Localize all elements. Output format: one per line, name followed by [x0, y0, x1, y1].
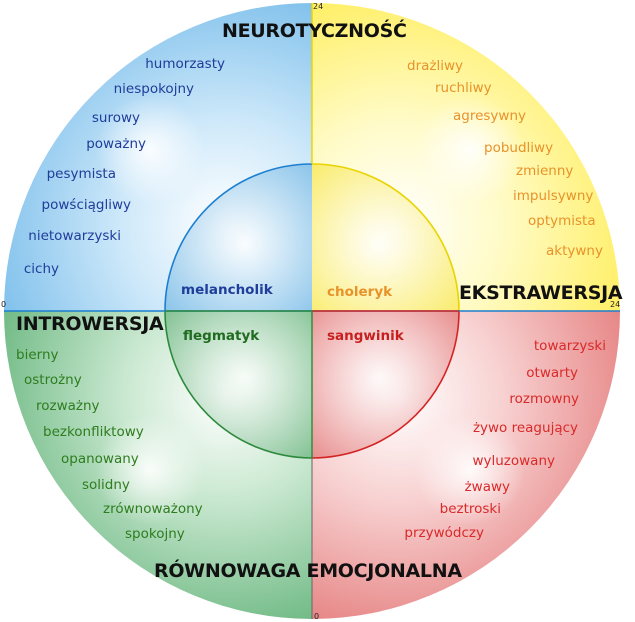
- trait-word-melancholic: surowy: [92, 110, 140, 126]
- trait-word-phlegmatic: zrównoważony: [103, 501, 203, 517]
- trait-word-sanguine: beztroski: [440, 501, 501, 517]
- trait-word-choleric: drażliwy: [407, 58, 463, 74]
- trait-word-phlegmatic: rozważny: [36, 398, 100, 414]
- tick-right: 24: [610, 300, 620, 309]
- trait-word-phlegmatic: bezkonfliktowy: [43, 424, 144, 440]
- type-label-phlegmatic: flegmatyk: [183, 328, 260, 344]
- trait-word-phlegmatic: ostrożny: [24, 372, 82, 388]
- trait-word-sanguine: otwarty: [526, 365, 578, 381]
- trait-word-phlegmatic: bierny: [16, 347, 58, 363]
- word-list-phlegmatic: bierny ostrożny rozważny bezkonfliktowy opan…: [16, 347, 203, 542]
- highlight-red: [415, 415, 525, 525]
- trait-word-sanguine: przywódczy: [404, 525, 484, 541]
- trait-word-choleric: zmienny: [516, 163, 573, 179]
- trait-word-phlegmatic: spokojny: [125, 526, 185, 542]
- inner-quadrant-melancholic: [165, 164, 312, 311]
- inner-quadrant-phlegmatic: [165, 311, 312, 458]
- trait-word-sanguine: żywo reagujący: [473, 420, 578, 436]
- word-list-sanguine: towarzyski otwarty rozmowny żywo reagujący w…: [404, 338, 606, 541]
- axis-title-extraversion: EKSTRAWERSJA: [459, 282, 623, 304]
- trait-word-choleric: ruchliwy: [435, 80, 492, 96]
- word-list-choleric: drażliwy ruchliwy agresywny pobudliwy zmienn…: [407, 58, 603, 259]
- inner-arc-red: [311, 310, 460, 459]
- highlight-yellow: [415, 95, 525, 205]
- inner-quadrant-sanguine: [312, 311, 459, 458]
- type-label-sanguine: sangwinik: [327, 328, 405, 344]
- tick-bottom: 0: [314, 612, 319, 621]
- trait-word-phlegmatic: opanowany: [61, 451, 139, 467]
- trait-word-sanguine: rozmowny: [509, 391, 579, 407]
- trait-word-choleric: impulsywny: [513, 188, 593, 204]
- axis-title-emotional-stability: RÓWNOWAGA EMOCJONALNA: [154, 558, 462, 582]
- trait-word-melancholic: poważny: [86, 136, 146, 152]
- highlight-green: [95, 415, 205, 525]
- tick-left: 0: [1, 300, 6, 309]
- inner-arc-yellow: [311, 163, 460, 312]
- trait-word-melancholic: humorzasty: [145, 56, 225, 72]
- trait-word-choleric: optymista: [528, 213, 596, 229]
- type-label-choleric: choleryk: [327, 284, 393, 300]
- inner-arc-green: [164, 310, 313, 459]
- trait-word-phlegmatic: solidny: [82, 477, 130, 493]
- axis-title-neuroticism: NEUROTYCZNOŚĆ: [222, 18, 407, 42]
- trait-word-choleric: aktywny: [546, 243, 603, 259]
- trait-word-sanguine: towarzyski: [534, 338, 606, 354]
- trait-word-melancholic: niespokojny: [114, 81, 194, 97]
- tick-top: 24: [313, 2, 323, 11]
- trait-word-sanguine: żwawy: [465, 479, 510, 495]
- axis-title-introversion: INTROWERSJA: [16, 313, 164, 335]
- type-label-melancholic: melancholik: [181, 282, 274, 298]
- trait-word-choleric: agresywny: [453, 108, 526, 124]
- trait-word-choleric: pobudliwy: [484, 140, 553, 156]
- word-list-melancholic: humorzasty niespokojny surowy poważny pesymi…: [24, 56, 225, 277]
- trait-word-melancholic: powściągliwy: [42, 197, 131, 213]
- inner-arc-blue: [164, 163, 313, 312]
- trait-word-melancholic: nietowarzyski: [28, 228, 121, 244]
- trait-word-sanguine: wyluzowany: [472, 453, 555, 469]
- highlight-blue: [95, 95, 205, 205]
- trait-word-melancholic: pesymista: [47, 166, 116, 182]
- trait-word-melancholic: cichy: [24, 261, 59, 277]
- inner-quadrant-choleric: [312, 164, 459, 311]
